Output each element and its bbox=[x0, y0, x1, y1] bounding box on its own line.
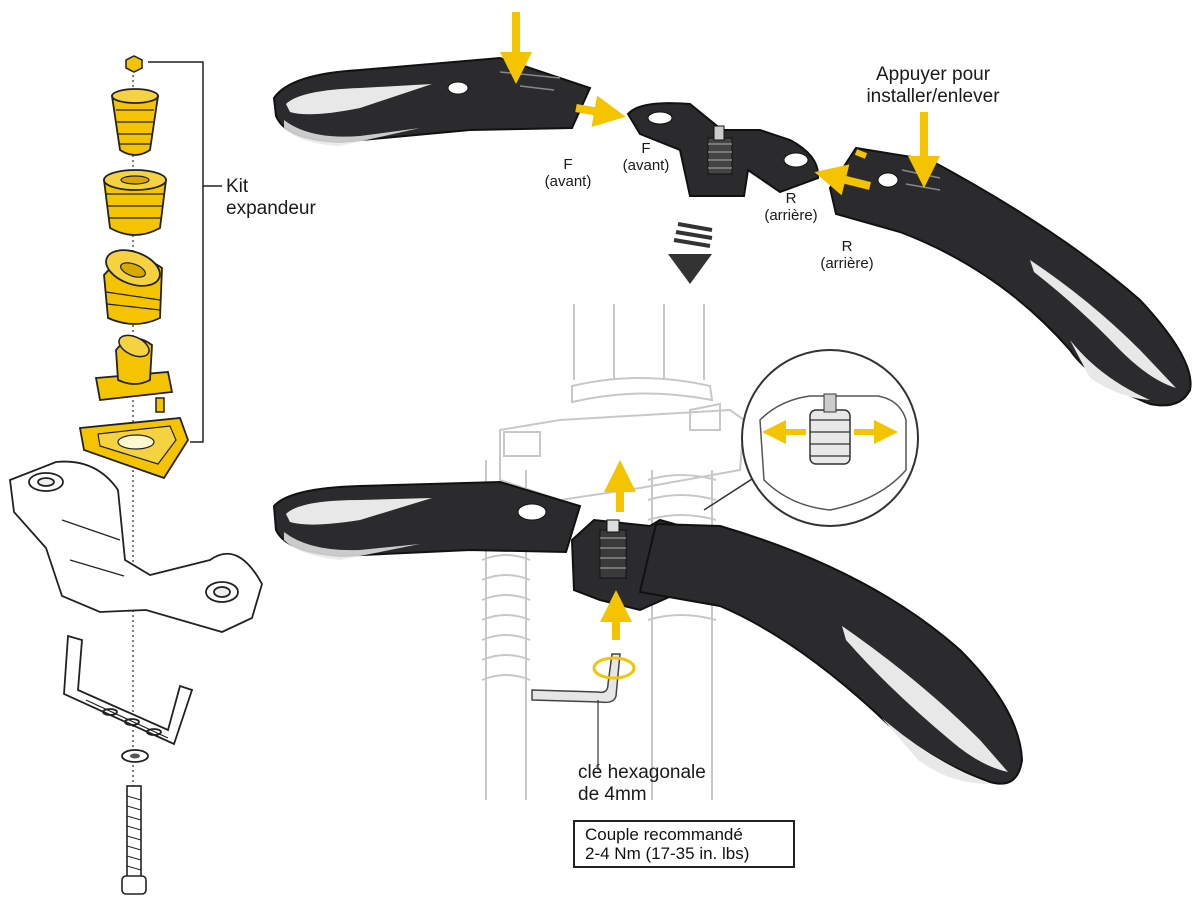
hex-key bbox=[531, 653, 636, 770]
expander-cone-4 bbox=[94, 334, 174, 413]
rear-fender-top bbox=[828, 146, 1192, 407]
expander-cone-2 bbox=[102, 169, 168, 236]
fender-bracket-outline bbox=[9, 460, 263, 633]
rear-fender-label: R (arrière) bbox=[820, 238, 874, 273]
expander-nut bbox=[125, 55, 143, 73]
kit-bracket-line bbox=[148, 61, 204, 443]
front-fender-installed bbox=[272, 480, 582, 560]
torque-value: 2-4 Nm (17-35 in. lbs) bbox=[585, 844, 750, 863]
expander-base-plate bbox=[78, 417, 189, 480]
bracket-top bbox=[626, 102, 820, 197]
rear-fender-installed bbox=[638, 522, 1024, 785]
front-bracket-label: F (avant) bbox=[622, 140, 670, 175]
front-fender-label: F (avant) bbox=[544, 156, 592, 191]
slide-arrow-rear-2 bbox=[854, 149, 868, 159]
press-install-label: Appuyer pour installer/enlever bbox=[866, 64, 1000, 107]
torque-title: Couple recommandé bbox=[585, 825, 743, 844]
slide-arrow-front bbox=[575, 95, 626, 127]
expander-kit-label: Kit expandeur bbox=[226, 176, 316, 219]
torque-box: Couple recommandé 2-4 Nm (17-35 in. lbs) bbox=[573, 820, 795, 868]
rear-bracket-label: R (arrière) bbox=[764, 190, 818, 225]
front-fender-top bbox=[272, 56, 592, 146]
expander-cone-1 bbox=[110, 88, 160, 156]
washer bbox=[121, 749, 149, 763]
hex-key-label: clé hexagonale de 4mm bbox=[578, 762, 706, 805]
step-down-arrow bbox=[668, 222, 713, 284]
u-clamp-bracket bbox=[63, 634, 194, 746]
expander-kit-exploded bbox=[9, 55, 263, 895]
detail-magnifier bbox=[703, 349, 919, 527]
expander-cone-3 bbox=[103, 249, 163, 325]
bolt bbox=[121, 785, 147, 895]
slide-arrow-rear bbox=[814, 164, 871, 196]
